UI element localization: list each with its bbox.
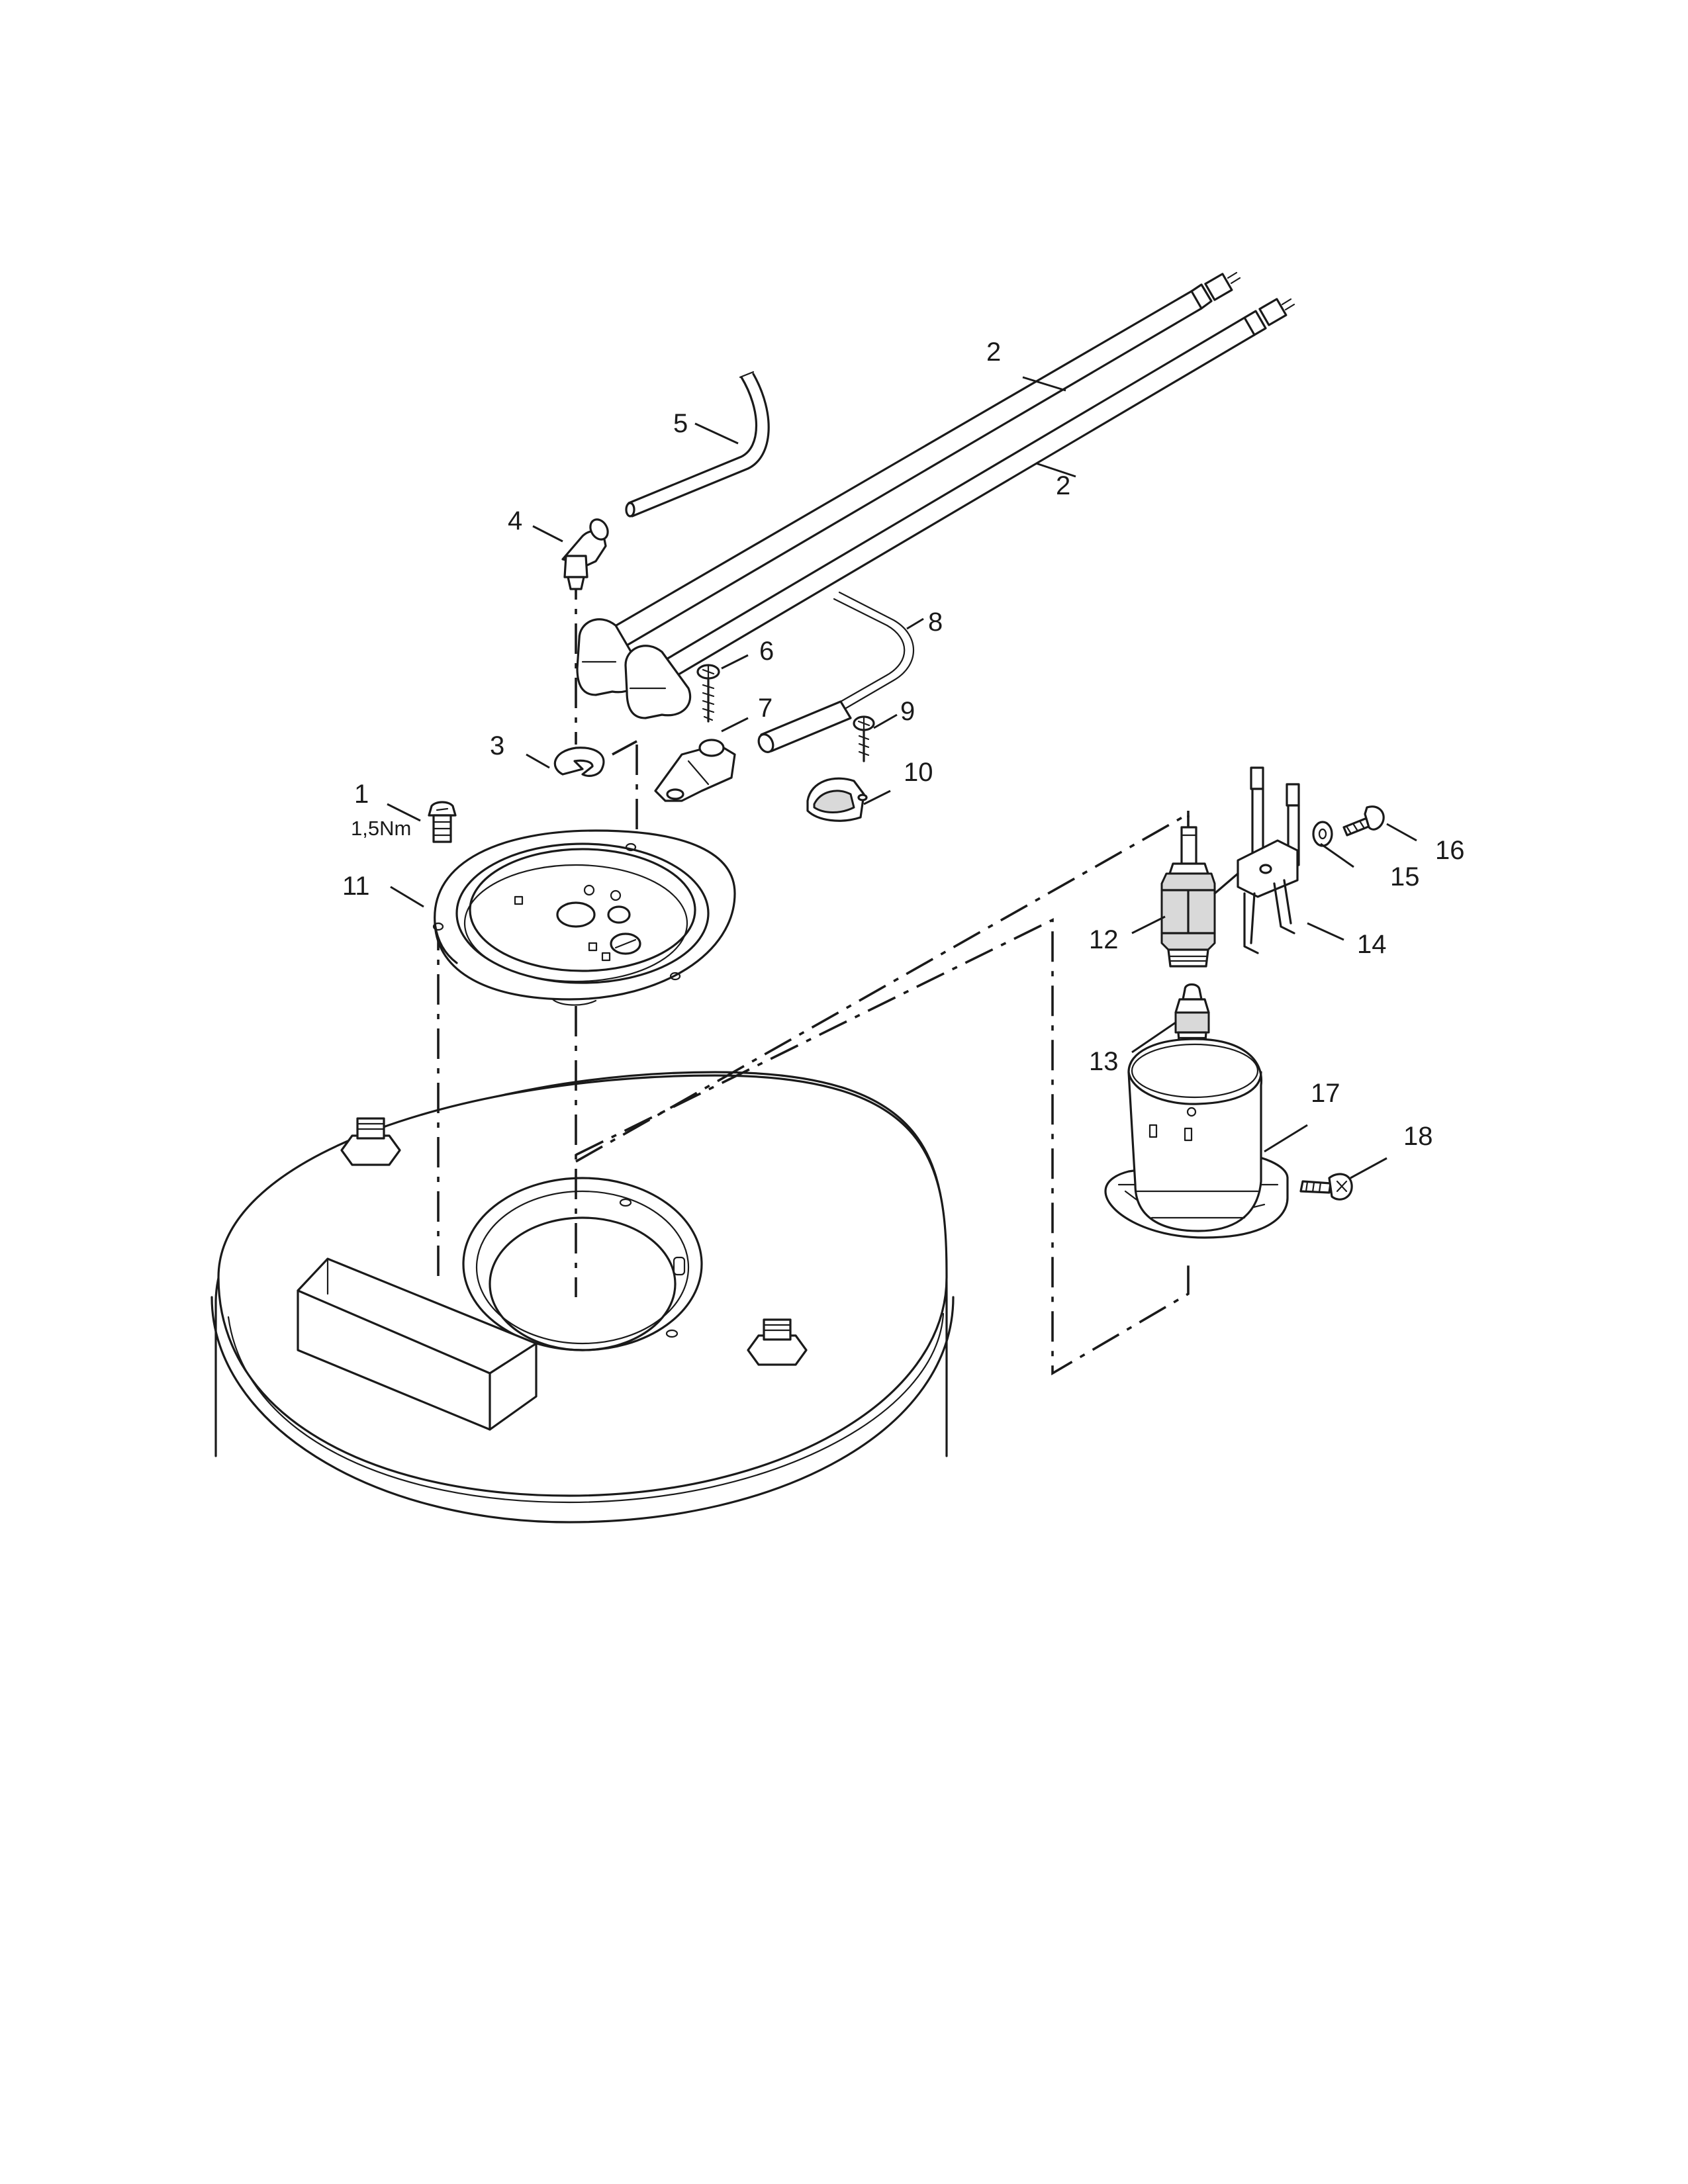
callout-14: 14 (1357, 930, 1387, 959)
callout-17: 17 (1311, 1079, 1340, 1108)
callout-8: 8 (928, 608, 943, 637)
access-box (297, 1257, 538, 1431)
screw-1 (428, 801, 457, 843)
callout-1: 1 (354, 780, 369, 809)
ignition-cable-lower (624, 298, 1295, 719)
callout-6: 6 (759, 637, 774, 666)
hose (625, 371, 770, 518)
heater-tank (211, 1071, 955, 1524)
flue-opening (462, 1177, 703, 1351)
screw-9 (853, 715, 875, 762)
leader-lines (387, 376, 1417, 1179)
screw-6 (696, 664, 720, 723)
callout-7: 7 (758, 694, 773, 723)
clip (553, 747, 605, 777)
callout-2-lower: 2 (1056, 471, 1070, 500)
callout-18: 18 (1403, 1122, 1433, 1151)
callout-5: 5 (673, 409, 688, 438)
callout-16: 16 (1435, 836, 1465, 865)
callout-1-torque: 1,5Nm (351, 817, 411, 840)
ignition-electrodes (1213, 766, 1300, 954)
callout-labels: 1 1,5Nm 2 2 3 4 5 6 7 8 9 10 11 12 13 14… (342, 338, 1465, 1151)
sensor-8 (757, 591, 915, 753)
ignition-cable-upper (576, 271, 1241, 696)
callout-13: 13 (1089, 1047, 1119, 1076)
bracket-7 (654, 739, 736, 802)
callout-11: 11 (342, 872, 370, 901)
callout-15: 15 (1390, 862, 1420, 891)
callout-4: 4 (508, 506, 522, 535)
callout-3: 3 (490, 731, 504, 760)
washer (1312, 821, 1333, 847)
elbow-fitting (561, 518, 609, 590)
callout-9: 9 (900, 697, 915, 726)
burner-plate (432, 829, 736, 1006)
tank-fitting-right (747, 1318, 808, 1366)
callout-2-upper: 2 (986, 338, 1001, 367)
clamp-10 (806, 777, 868, 822)
tank-fitting-left (340, 1117, 401, 1166)
screw-16 (1342, 805, 1385, 837)
callout-12: 12 (1089, 925, 1119, 954)
burner-head (1104, 1038, 1289, 1239)
screw-18 (1299, 1173, 1353, 1201)
nozzle-holder (1160, 826, 1216, 968)
callout-10: 10 (904, 758, 933, 787)
